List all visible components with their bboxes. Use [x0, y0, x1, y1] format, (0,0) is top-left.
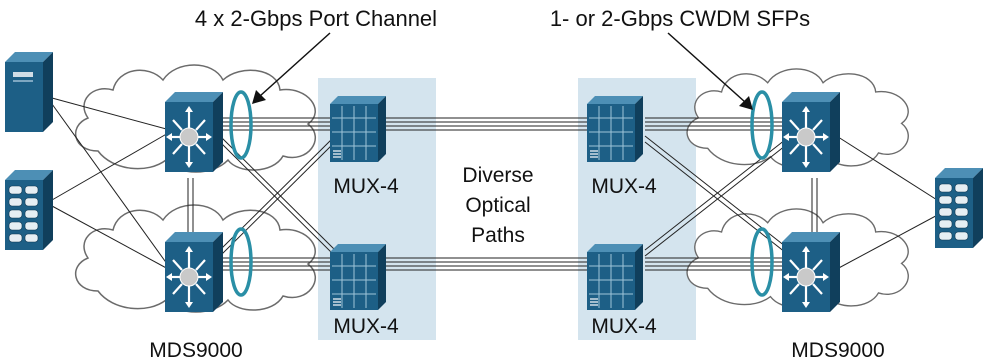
left-top-port-channel-ring [229, 90, 253, 160]
host-links [51, 97, 946, 271]
mds-switch-icon [165, 92, 225, 172]
cwdm-mux-icon [330, 96, 387, 162]
right-switch-label: MDS9000 [791, 339, 884, 362]
cwdm-mux-icon [330, 244, 387, 310]
cwdm-mux-icon [587, 244, 644, 310]
mux-label-left-bottom: MUX-4 [333, 315, 399, 338]
mux-label-left-top: MUX-4 [333, 175, 399, 198]
port-channel-callout-arrow [252, 32, 331, 104]
server-icon [5, 52, 53, 132]
mds-switch-icon [165, 232, 225, 312]
cwdm-mux-icon [587, 96, 644, 162]
mds-switch-icon [782, 92, 842, 172]
center-label-line-1: Diverse [462, 164, 533, 187]
cwdm-sfp-callout: 1- or 2-Gbps CWDM SFPs [550, 6, 810, 31]
diverse-optical-paths [380, 117, 590, 271]
center-label-line-2: Optical [465, 194, 530, 217]
left-switch-label: MDS9000 [149, 339, 242, 362]
mds-switch-icon [782, 232, 842, 312]
left-bottom-port-channel-ring [229, 227, 253, 297]
right-top-port-channel-ring [750, 90, 774, 160]
storage-array-icon [5, 170, 54, 250]
inter-switch-links [187, 178, 818, 236]
remote-storage-array-icon [935, 168, 984, 248]
mux-label-right-bottom: MUX-4 [591, 315, 657, 338]
cwdm-sfp-callout-arrow [667, 32, 753, 110]
center-label-line-3: Paths [471, 224, 525, 247]
mux-label-right-top: MUX-4 [591, 175, 657, 198]
port-channel-callout: 4 x 2-Gbps Port Channel [195, 6, 437, 31]
right-bottom-port-channel-ring [750, 227, 774, 297]
